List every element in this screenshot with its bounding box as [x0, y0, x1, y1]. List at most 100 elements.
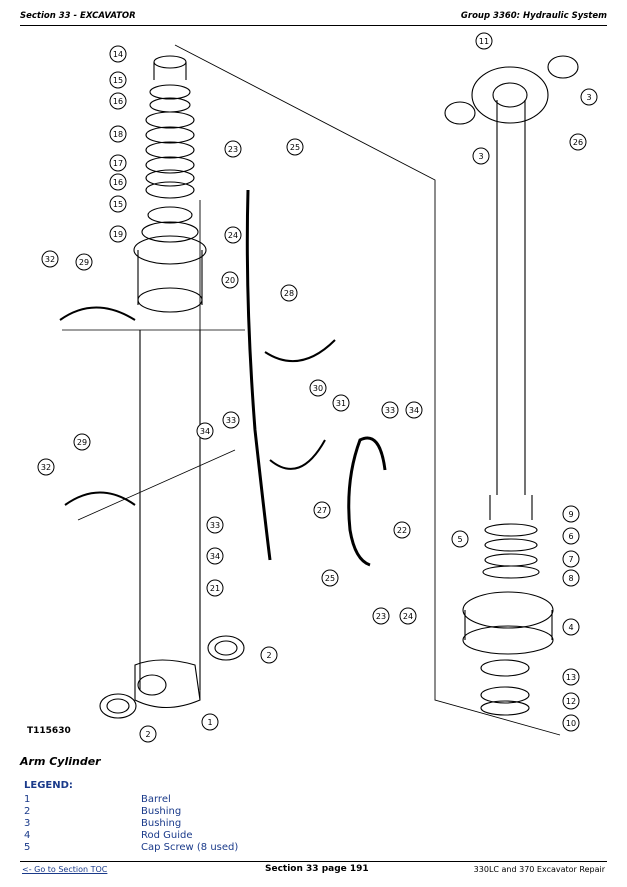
header-divider: [20, 25, 607, 26]
tube-28: [245, 189, 272, 561]
callout-32: 32: [41, 250, 59, 268]
legend-description: Cap Screw (8 used): [141, 842, 239, 853]
callout-label: 2: [266, 651, 271, 660]
callout-label: 28: [284, 289, 294, 298]
header-section-title: Section 33 - EXCAVATOR: [20, 11, 136, 21]
callout-label: 8: [568, 574, 573, 583]
callout-label: 22: [397, 526, 407, 535]
callout-label: 10: [566, 719, 576, 728]
callout-13: 13: [562, 668, 580, 686]
callout-32b: 32: [37, 458, 55, 476]
legend-description: Bushing: [141, 806, 182, 817]
callout-16: 16: [109, 92, 127, 110]
callout-label: 25: [325, 574, 335, 583]
bushing-left-bottom: [99, 693, 137, 719]
callout-15: 15: [109, 71, 127, 89]
callout-label: 3: [478, 152, 483, 161]
callout-label: 27: [317, 506, 327, 515]
callout-16b: 16: [109, 173, 127, 191]
callout-label: 24: [228, 231, 238, 240]
rod-bushing-top: [547, 55, 579, 79]
callout-22: 22: [393, 521, 411, 539]
callout-33b: 33: [381, 401, 399, 419]
rod-eye: [471, 66, 549, 124]
legend-description: Barrel: [141, 794, 171, 805]
callout-label: 18: [113, 130, 123, 139]
callout-label: 24: [403, 612, 413, 621]
callout-label: 32: [41, 463, 51, 472]
legend-title: LEGEND:: [24, 780, 73, 791]
callout-20: 20: [221, 271, 239, 289]
tube-27: [347, 436, 387, 567]
callout-30: 30: [309, 379, 327, 397]
callout-label: 32: [45, 255, 55, 264]
callout-label: 1: [207, 718, 212, 727]
callout-label: 9: [568, 510, 573, 519]
callout-label: 29: [79, 258, 89, 267]
callout-label: 11: [479, 37, 489, 46]
legend-number: 3: [24, 818, 31, 829]
legend-number: 2: [24, 806, 31, 817]
go-to-section-toc-link[interactable]: <- Go to Section TOC: [22, 865, 108, 874]
callout-label: 33: [210, 521, 220, 530]
callout-23: 23: [224, 140, 242, 158]
callout-label: 13: [566, 673, 576, 682]
callout-19: 19: [109, 225, 127, 243]
callout-15b: 15: [109, 195, 127, 213]
callout-2: 2: [139, 725, 157, 743]
legend-row: 5 Cap Screw (8 used): [24, 842, 354, 854]
callout-26: 26: [569, 133, 587, 151]
page-number: Section 33 page 191: [265, 864, 369, 874]
clamp-lower-left: [64, 491, 136, 506]
callout-7: 7: [562, 550, 580, 568]
callout-label: 33: [385, 406, 395, 415]
callout-18: 18: [109, 125, 127, 143]
callout-21: 21: [206, 579, 224, 597]
header-group-title: Group 3360: Hydraulic System: [460, 11, 607, 21]
callout-1: 1: [201, 713, 219, 731]
clamp-30: [264, 339, 336, 363]
barrel-body: [139, 330, 201, 690]
figure-id: T115630: [27, 726, 71, 736]
callout-29: 29: [75, 253, 93, 271]
gland-seal-stack: [145, 181, 195, 199]
callout-24: 24: [224, 226, 242, 244]
callout-34: 34: [196, 422, 214, 440]
barrel-top: [137, 287, 203, 313]
callout-3b: 3: [472, 147, 490, 165]
clamp-upper-left: [59, 306, 136, 321]
footer-divider: [20, 861, 607, 862]
callout-34b: 34: [405, 401, 423, 419]
callout-2b: 2: [260, 646, 278, 664]
legend-number: 4: [24, 830, 31, 841]
callout-label: 21: [210, 584, 220, 593]
callout-8: 8: [562, 569, 580, 587]
bushing-right-bottom: [207, 635, 245, 661]
callout-label: 5: [457, 535, 462, 544]
callout-17: 17: [109, 154, 127, 172]
legend-row: 1 Barrel: [24, 794, 354, 806]
callout-label: 6: [568, 532, 573, 541]
callout-33: 33: [222, 411, 240, 429]
legend-description: Rod Guide: [141, 830, 193, 841]
callout-label: 25: [290, 143, 300, 152]
callout-3: 3: [580, 88, 598, 106]
callout-14: 14: [109, 45, 127, 63]
callout-label: 26: [573, 138, 583, 147]
callout-label: 34: [409, 406, 419, 415]
callout-label: 19: [113, 230, 123, 239]
callout-label: 14: [113, 50, 123, 59]
callout-label: 23: [228, 145, 238, 154]
callout-29b: 29: [73, 433, 91, 451]
legend-row: 2 Bushing: [24, 806, 354, 818]
legend-row: 4 Rod Guide: [24, 830, 354, 842]
callout-label: 34: [200, 427, 210, 436]
legend-number: 1: [24, 794, 31, 805]
callout-label: 12: [566, 697, 576, 706]
callout-27: 27: [313, 501, 331, 519]
clamp-31: [269, 439, 326, 470]
callout-label: 20: [225, 276, 235, 285]
callout-label: 16: [113, 178, 123, 187]
callout-label: 16: [113, 97, 123, 106]
callout-label: 31: [336, 399, 346, 408]
